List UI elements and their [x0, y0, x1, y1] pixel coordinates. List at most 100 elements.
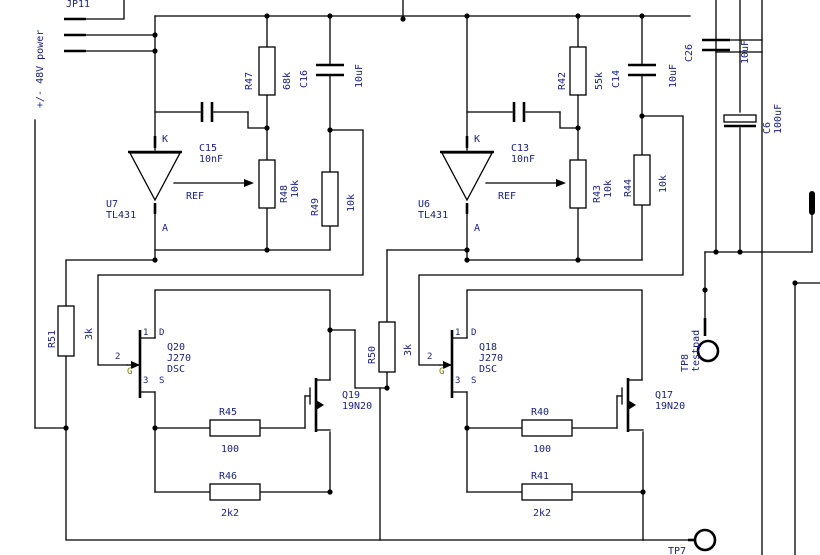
u6-pin-k: K	[474, 134, 480, 145]
right-stage	[418, 15, 684, 366]
r41-ref: R41	[531, 471, 549, 482]
left-resistor-r47[interactable]: R47 68k	[244, 46, 293, 96]
r42-value: 55k	[594, 72, 605, 90]
jp11-label: +/- 48V power	[35, 30, 46, 108]
right-resistor-r40[interactable]: R40 100	[521, 407, 573, 455]
r48-value: 10k	[290, 180, 301, 198]
r42-ref: R42	[557, 72, 568, 90]
right-resistor-r43[interactable]: R43 10k	[569, 159, 614, 209]
left-tl431-u7[interactable]: K A REF U7 TL431	[106, 134, 254, 234]
u7-pin-k: K	[162, 134, 168, 145]
right-jfet-q18[interactable]: 1 D 2 G 3 S Q18 J270 DSC	[427, 328, 503, 398]
u6-pin-a: A	[474, 223, 480, 234]
tp8-type: testpad	[691, 330, 702, 372]
right-capacitor-c14[interactable]: C14 10uF	[611, 63, 679, 88]
r50-ref: R50	[367, 346, 378, 364]
c15-ref: C15	[199, 143, 217, 154]
supply-capacitor-c26[interactable]: C26 10uF	[684, 38, 751, 64]
r45-value: 100	[221, 444, 239, 455]
jp11-ref: JP11	[66, 0, 90, 10]
right-capacitor-c13[interactable]: C13 10nF	[511, 102, 535, 165]
supply-capacitor-c6[interactable]: C6 100uF	[723, 104, 784, 134]
q18-pin-d: D	[471, 328, 476, 338]
testpoint-tp8[interactable]: TP8 testpad	[680, 318, 720, 372]
r43-ref: R43	[592, 185, 603, 203]
left-resistor-r49[interactable]: R49 10k	[310, 171, 357, 227]
q20-pin-3: 3	[143, 376, 148, 386]
top-rail	[152, 0, 691, 54]
r46-ref: R46	[219, 471, 237, 482]
q19-part: 19N20	[342, 401, 372, 412]
left-resistor-r51[interactable]: R51 3k	[47, 305, 95, 357]
mid-resistor-r50[interactable]: R50 3k	[367, 321, 414, 373]
r40-ref: R40	[531, 407, 549, 418]
left-jfet-q20[interactable]: 1 D 2 G 3 S Q20 J270 DSC	[115, 328, 191, 398]
left-resistor-r45[interactable]: R45 100	[209, 407, 261, 455]
q18-pin-g: G	[439, 367, 444, 377]
q20-pin-2: 2	[115, 352, 120, 362]
r45-ref: R45	[219, 407, 237, 418]
testpoint-tp7[interactable]: TP7	[668, 528, 717, 555]
r44-value: 10k	[658, 175, 669, 193]
c26-ref: C26	[684, 44, 695, 62]
c16-ref: C16	[299, 70, 310, 88]
q17-ref: Q17	[655, 390, 673, 401]
u6-ref: U6	[418, 199, 430, 210]
c16-value: 10uF	[354, 64, 365, 88]
left-capacitor-c15[interactable]: C15 10nF	[199, 102, 223, 165]
q19-ref: Q19	[342, 390, 360, 401]
r40-value: 100	[533, 444, 551, 455]
r50-value: 3k	[403, 344, 414, 356]
c13-ref: C13	[511, 143, 529, 154]
r49-value: 10k	[346, 194, 357, 212]
r47-ref: R47	[244, 72, 255, 90]
q20-pin-s: S	[159, 376, 164, 386]
c14-ref: C14	[611, 70, 622, 88]
tp7-ref: TP7	[668, 546, 686, 555]
q18-ref: Q18	[479, 342, 497, 353]
r46-value: 2k2	[221, 508, 239, 519]
q18-pin-2: 2	[427, 352, 432, 362]
connector-wires	[85, 0, 156, 52]
q20-pin-g: G	[127, 367, 132, 377]
r41-value: 2k2	[533, 508, 551, 519]
right-lower-wires	[464, 289, 691, 541]
supply-wires	[702, 0, 820, 555]
right-resistor-r41[interactable]: R41 2k2	[521, 471, 573, 519]
tp8-ref: TP8	[680, 354, 691, 372]
mid-wires	[379, 249, 468, 541]
left-mosfet-q19[interactable]: Q19 19N20	[304, 378, 372, 432]
c6-value: 100uF	[773, 104, 784, 134]
left-stage	[34, 15, 644, 541]
connector-jp11[interactable]: JP11 +/- 48V power	[35, 0, 90, 108]
u6-pin-ref: REF	[498, 191, 516, 202]
right-tl431-u6[interactable]: K A REF U6 TL431	[418, 134, 566, 234]
q20-part: J270	[167, 353, 191, 364]
c6-ref: C6	[762, 122, 773, 134]
c14-value: 10uF	[668, 64, 679, 88]
left-resistor-r46[interactable]: R46 2k2	[209, 471, 261, 519]
q18-pin-3: 3	[455, 376, 460, 386]
q17-part: 19N20	[655, 401, 685, 412]
u6-part: TL431	[418, 210, 448, 221]
r48-ref: R48	[279, 185, 290, 203]
r47-value: 68k	[282, 72, 293, 90]
right-resistor-r44[interactable]: R44 10k	[623, 154, 669, 206]
q20-pkg: DSC	[167, 364, 185, 375]
r51-ref: R51	[47, 330, 58, 348]
q18-pin-1: 1	[455, 328, 460, 338]
r51-value: 3k	[84, 328, 95, 340]
u7-ref: U7	[106, 199, 118, 210]
u7-pin-ref: REF	[186, 191, 204, 202]
q18-pkg: DSC	[479, 364, 497, 375]
left-resistor-r48[interactable]: R48 10k	[258, 159, 301, 209]
q20-pin-d: D	[159, 328, 164, 338]
c13-value: 10nF	[511, 154, 535, 165]
r43-value: 10k	[603, 180, 614, 198]
q20-pin-1: 1	[143, 328, 148, 338]
left-lower-wires	[152, 289, 388, 495]
right-mosfet-q17[interactable]: Q17 19N20	[616, 378, 685, 432]
left-capacitor-c16[interactable]: C16 10uF	[299, 63, 365, 88]
right-resistor-r42[interactable]: R42 55k	[557, 46, 605, 96]
